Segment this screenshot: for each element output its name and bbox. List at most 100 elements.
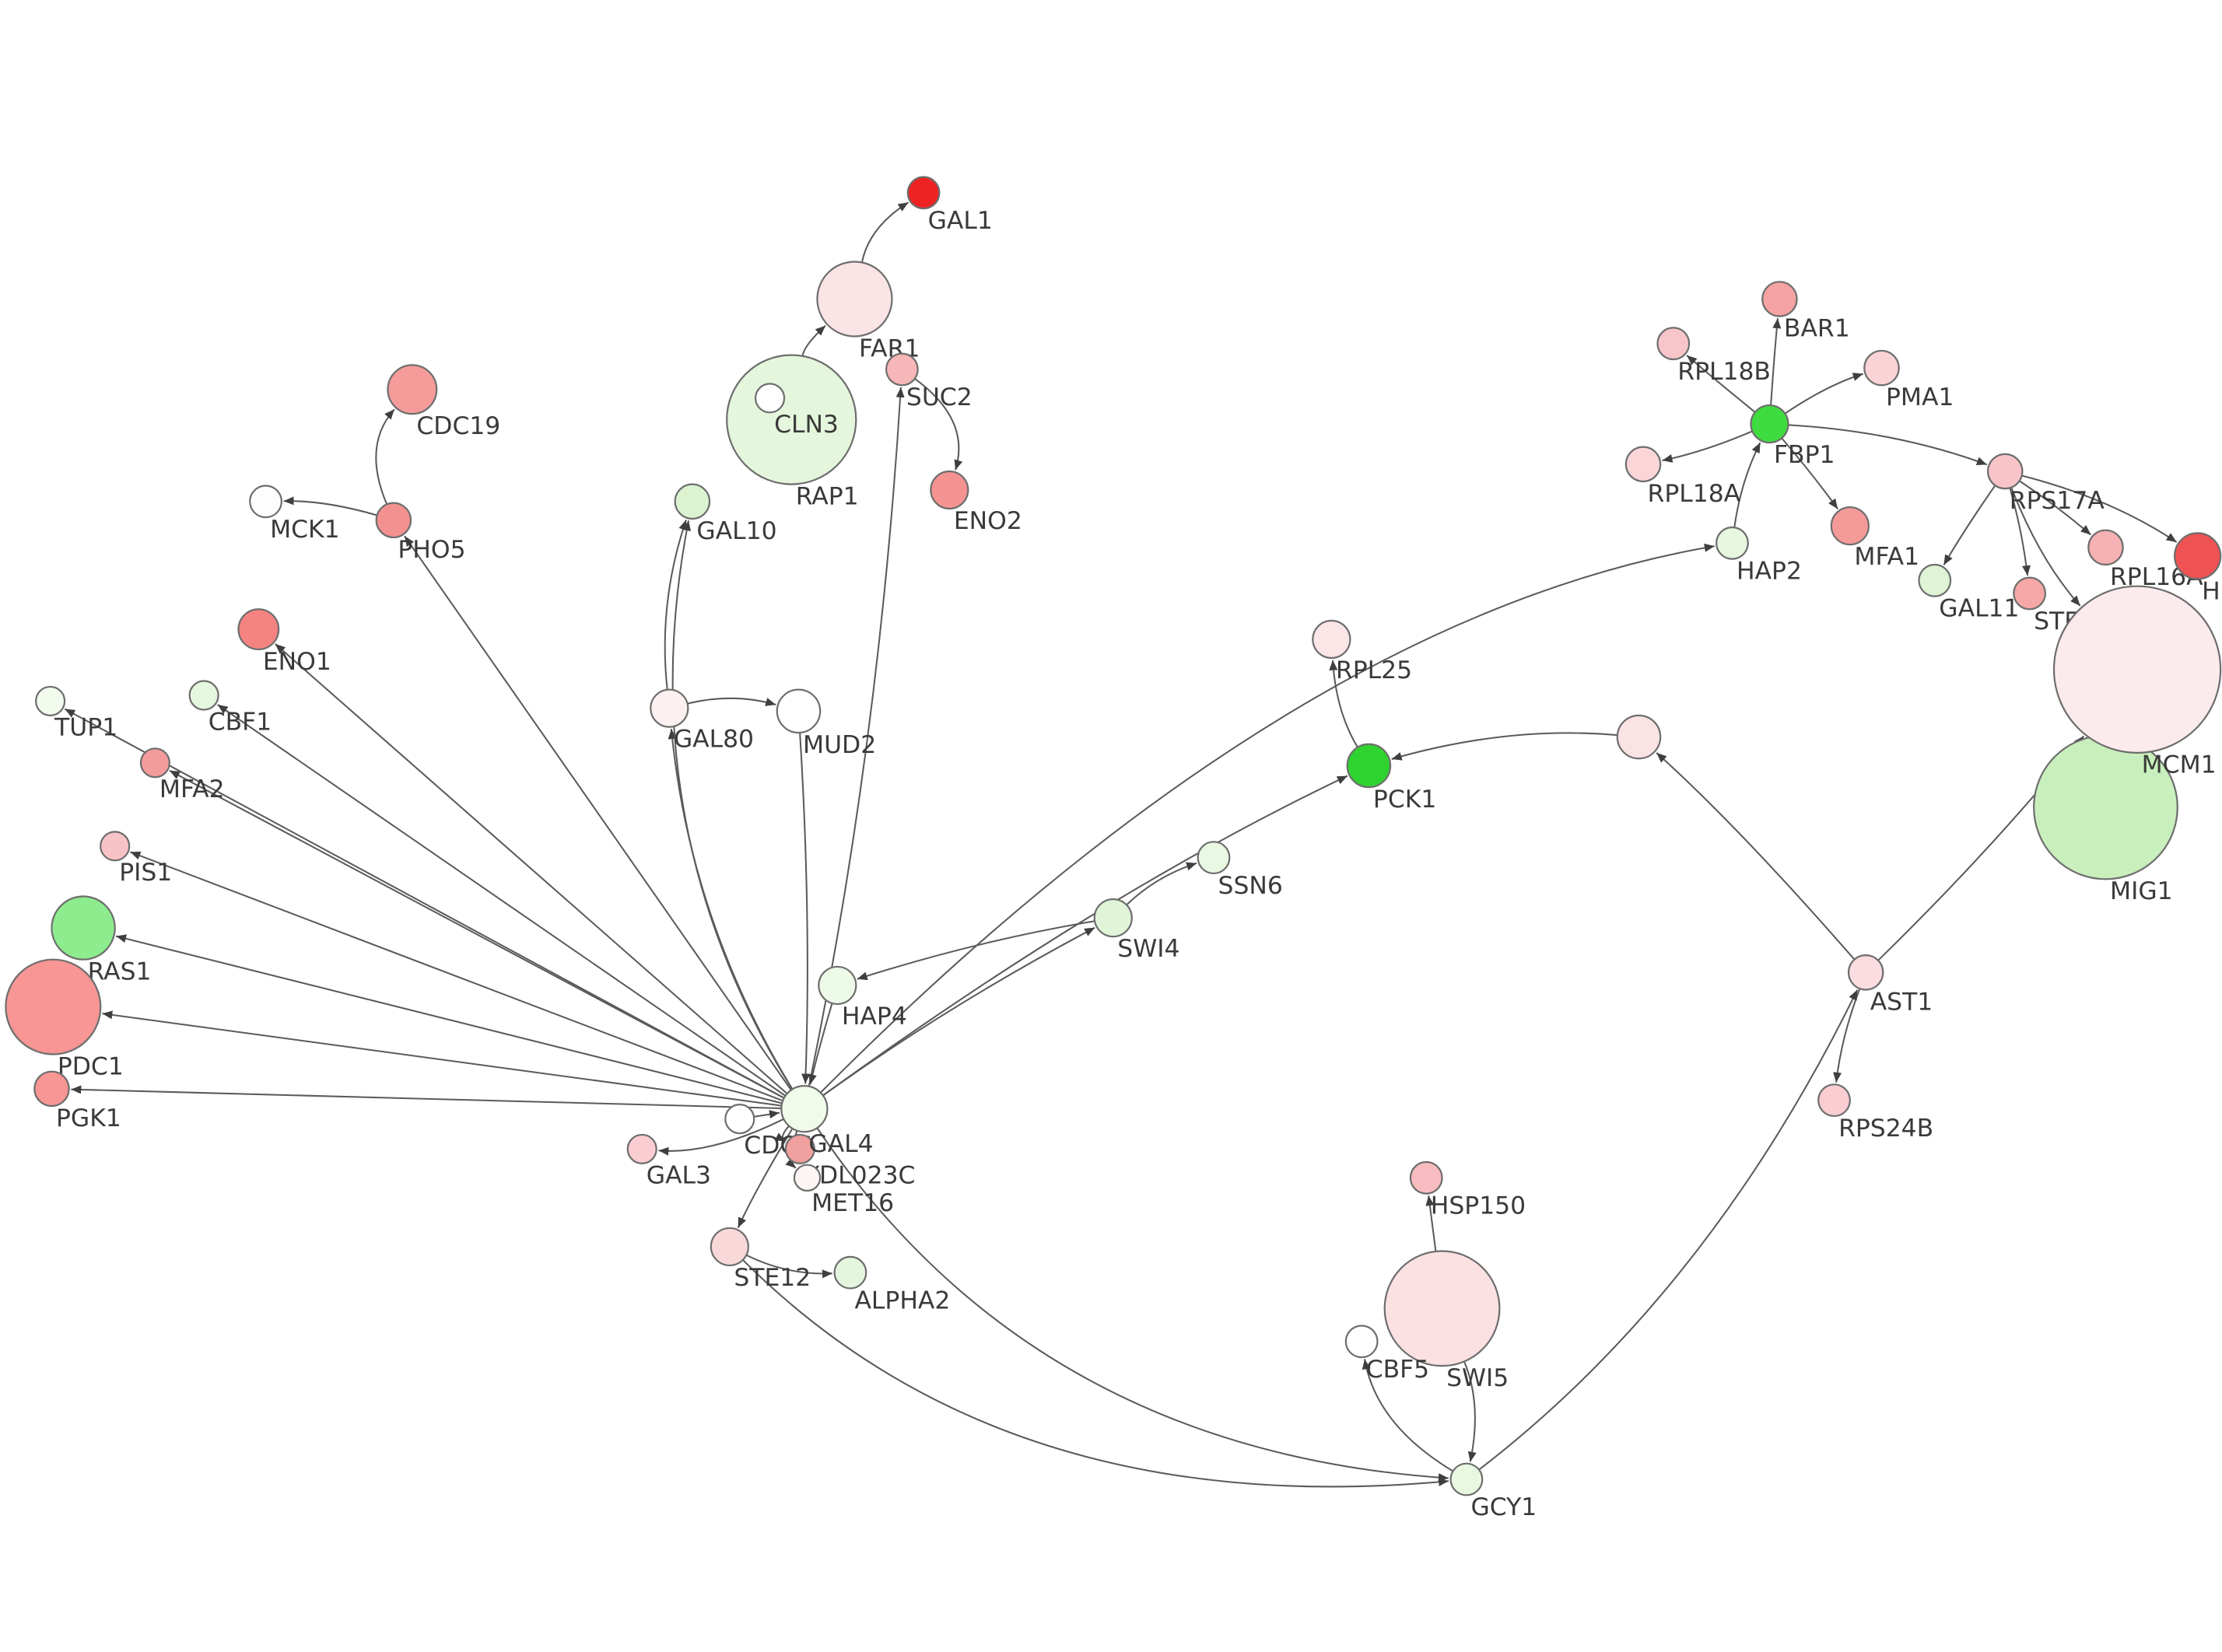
edge-hap2-fbp1[interactable] — [1733, 442, 1761, 528]
edge-rps17a-gal11[interactable] — [1943, 485, 1996, 565]
node-swi5[interactable] — [1383, 1250, 1501, 1367]
node-met16[interactable] — [793, 1164, 822, 1192]
node-unlabeled[interactable] — [1616, 714, 1662, 760]
node-gal1[interactable] — [906, 176, 941, 210]
edge-gal4-mfa2[interactable] — [169, 769, 785, 1099]
node-pma1[interactable] — [1863, 349, 1900, 387]
edge-gcy1-cbf5[interactable] — [1362, 1359, 1454, 1472]
node-pis1[interactable] — [100, 831, 131, 862]
node-cdc19[interactable] — [387, 364, 438, 415]
edge-gal4-pgk1[interactable] — [71, 1085, 782, 1109]
edge-gal80-gal10[interactable] — [664, 520, 688, 690]
node-swi4[interactable] — [1093, 898, 1133, 938]
edge-cdc6-gal4[interactable] — [753, 1110, 780, 1119]
edge-pho5-cdc19[interactable] — [375, 408, 395, 505]
edge-pck1-rpl25[interactable] — [1329, 660, 1358, 748]
node-gal3[interactable] — [626, 1133, 657, 1164]
edge-gal4-tup1[interactable] — [64, 708, 785, 1099]
node-mud2[interactable] — [776, 688, 822, 734]
edge-swi4-hap4[interactable] — [857, 920, 1095, 981]
edge-suc2-eno2[interactable] — [914, 378, 963, 471]
edge-fbp1-rpl18b[interactable] — [1686, 355, 1756, 413]
edge-swi4-ssn6[interactable] — [1126, 862, 1197, 906]
node-gal11[interactable] — [1918, 563, 1952, 597]
edge-gal4-gal80[interactable] — [668, 729, 794, 1090]
edge-rap1-far1[interactable] — [801, 325, 826, 356]
node-suc2[interactable] — [885, 352, 919, 387]
node-rpl18b[interactable] — [1656, 327, 1691, 361]
node-hsp150[interactable] — [1409, 1160, 1443, 1195]
node-mfa1[interactable] — [1830, 506, 1870, 546]
edge-gal4-ras1[interactable] — [115, 934, 783, 1104]
edge-ste12-alpha2[interactable] — [745, 1254, 832, 1279]
node-rpl25[interactable] — [1312, 619, 1351, 660]
edge-rps17a-mcm1[interactable] — [2010, 487, 2081, 607]
node-his4[interactable] — [2173, 532, 2222, 580]
node-cbf5[interactable] — [1344, 1325, 1379, 1359]
node-ste12[interactable] — [710, 1227, 749, 1267]
node-ste2[interactable] — [2013, 576, 2047, 611]
node-gcy1[interactable] — [1449, 1462, 1484, 1496]
node-mcm1[interactable] — [2052, 585, 2222, 754]
node-pck1[interactable] — [1346, 743, 1392, 789]
node-gal10[interactable] — [674, 483, 711, 520]
node-cln3[interactable] — [754, 383, 786, 414]
edge-gal4-pck1[interactable] — [822, 775, 1348, 1097]
edge-gal4-ste12[interactable] — [737, 1128, 794, 1228]
edge-gal4-cbf1[interactable] — [217, 704, 787, 1097]
node-rpl18a[interactable] — [1624, 446, 1662, 483]
node-rps17a[interactable] — [1986, 453, 2024, 490]
node-cbf1[interactable] — [188, 680, 219, 711]
node-rap1[interactable] — [726, 354, 857, 485]
node-ast1[interactable] — [1847, 954, 1884, 991]
node-hap4[interactable] — [818, 965, 857, 1006]
node-mfa2[interactable] — [139, 747, 170, 779]
node-far1[interactable] — [816, 261, 893, 338]
node-rpl16a[interactable] — [2087, 529, 2124, 566]
edge-gal4-pho5[interactable] — [404, 535, 792, 1091]
node-fbp1[interactable] — [1750, 404, 1789, 444]
edge-gal80-mud2[interactable] — [687, 697, 776, 706]
edge-fbp1-rpl18a[interactable] — [1662, 430, 1753, 463]
node-gal4[interactable] — [780, 1085, 829, 1133]
edge-fbp1-bar1[interactable] — [1770, 318, 1782, 406]
edge-gal4-eno1[interactable] — [275, 643, 788, 1094]
edge-swi5-gcy1[interactable] — [1463, 1361, 1477, 1462]
edge-unlabeled-pck1[interactable] — [1391, 732, 1618, 761]
edge-rps17a-ste2[interactable] — [2009, 487, 2031, 576]
node-pgk1[interactable] — [33, 1070, 70, 1108]
edge-rps17a-rpl16a[interactable] — [2019, 480, 2092, 536]
edge-gal4-pdc1[interactable] — [102, 1010, 782, 1107]
node-eno2[interactable] — [930, 470, 969, 510]
edge-rps17a-his4[interactable] — [2021, 474, 2178, 543]
node-pdc1[interactable] — [5, 958, 102, 1055]
edge-fbp1-rps17a[interactable] — [1788, 424, 1988, 466]
edge-gal4-gal10[interactable] — [671, 520, 794, 1090]
edge-ste12-gcy1[interactable] — [742, 1259, 1449, 1488]
node-alpha2[interactable] — [833, 1255, 867, 1290]
edge-gal4-gal3[interactable] — [658, 1118, 784, 1156]
edge-gal4-gcy1[interactable] — [816, 1127, 1449, 1482]
node-mck1[interactable] — [249, 485, 282, 519]
node-eno1[interactable] — [237, 608, 280, 651]
edge-gal4-hap2[interactable] — [819, 543, 1715, 1094]
node-pho5[interactable] — [375, 502, 412, 539]
edge-fbp1-mfa1[interactable] — [1781, 437, 1838, 509]
edge-swi5-hsp150[interactable] — [1425, 1195, 1437, 1251]
edge-gcy1-ast1[interactable] — [1478, 989, 1859, 1471]
node-bar1[interactable] — [1761, 281, 1798, 317]
node-tup1[interactable] — [35, 685, 66, 716]
edge-hap4-gal4[interactable] — [808, 1003, 833, 1085]
node-cdc6[interactable] — [724, 1104, 755, 1135]
node-hap2[interactable] — [1716, 526, 1749, 560]
edge-ast1-unlabeled[interactable] — [1656, 752, 1856, 961]
edge-far1-gal1[interactable] — [860, 201, 909, 263]
edge-gal4-pis1[interactable] — [130, 851, 783, 1102]
node-gal80[interactable] — [650, 688, 689, 728]
node-ras1[interactable] — [51, 895, 116, 961]
edge-ast1-rps24b[interactable] — [1833, 988, 1861, 1083]
node-ydl023c[interactable] — [784, 1133, 815, 1164]
node-rps24b[interactable] — [1817, 1083, 1851, 1118]
node-ssn6[interactable] — [1197, 841, 1231, 875]
